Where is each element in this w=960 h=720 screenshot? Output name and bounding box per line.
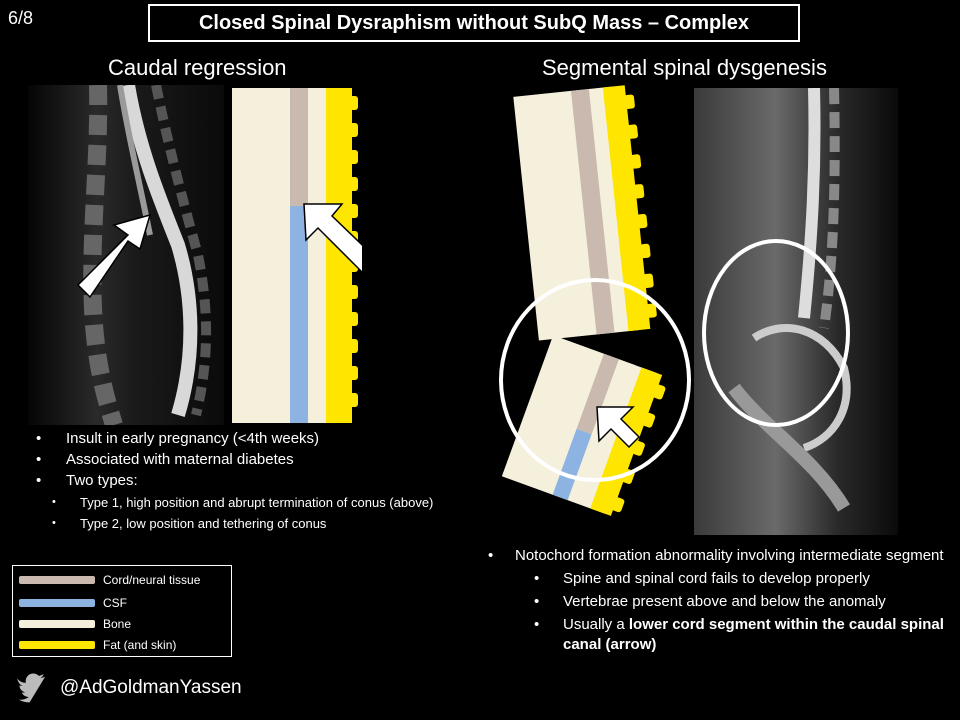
legend-item-csf: CSF [19, 595, 127, 611]
caudal-regression-mri-image [28, 85, 224, 425]
legend-label: CSF [103, 596, 127, 610]
legend-label: Cord/neural tissue [103, 573, 201, 587]
slide-title: Closed Spinal Dysraphism without SubQ Ma… [148, 4, 800, 42]
list-item: Insult in early pregnancy (<4th weeks) [30, 428, 450, 449]
page-number: 6/8 [8, 8, 34, 28]
segmental-dysgenesis-mri-image [694, 88, 898, 535]
list-item-prefix: Usually a [563, 616, 629, 633]
legend-label: Bone [103, 617, 132, 631]
list-item: Spine and spinal cord fails to develop p… [482, 569, 952, 589]
list-item: Vertebrae present above and below the an… [482, 592, 952, 612]
list-item: Notochord formation abnormality involvin… [482, 546, 952, 566]
social-handle: @AdGoldmanYassen [14, 672, 242, 704]
list-item: Associated with maternal diabetes [30, 449, 450, 470]
legend-label: Fat (and skin) [103, 638, 177, 652]
legend-swatch [19, 620, 95, 628]
caudal-regression-subtitle: Caudal regression [108, 55, 287, 80]
list-item: Type 1, high position and abrupt termina… [30, 493, 450, 512]
legend: Cord/neural tissue CSF Bone Fat (and ski… [12, 565, 232, 657]
twitter-handle-text: @AdGoldmanYassen [60, 677, 242, 698]
segmental-dysgenesis-bullets: Notochord formation abnormality involvin… [482, 546, 952, 655]
segmental-dysgenesis-diagram [499, 85, 691, 516]
legend-swatch [19, 641, 95, 649]
legend-item-fat: Fat (and skin) [19, 637, 176, 653]
list-item-bold: lower cord segment within the caudal spi… [563, 616, 944, 653]
segmental-dysgenesis-subtitle: Segmental spinal dysgenesis [542, 55, 827, 80]
caudal-regression-bullets: Insult in early pregnancy (<4th weeks) A… [30, 428, 450, 533]
legend-swatch [19, 599, 95, 607]
legend-item-cord: Cord/neural tissue [19, 572, 200, 588]
caudal-regression-diagram [232, 88, 362, 423]
legend-item-bone: Bone [19, 616, 131, 632]
list-item: Type 2, low position and tethering of co… [30, 514, 450, 533]
legend-swatch [19, 576, 95, 584]
twitter-bird-icon [17, 673, 46, 703]
list-item: Two types: [30, 470, 450, 491]
list-item: Usually a lower cord segment within the … [482, 615, 952, 655]
